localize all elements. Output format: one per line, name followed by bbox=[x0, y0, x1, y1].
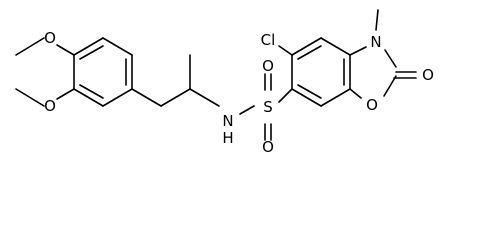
chemical-structure: O O N H S O O Cl N O O bbox=[15, 9, 434, 156]
bond bbox=[79, 45, 104, 60]
bond bbox=[320, 88, 351, 107]
bond bbox=[320, 37, 351, 56]
bond bbox=[349, 88, 362, 99]
bond bbox=[102, 37, 133, 56]
bond bbox=[278, 88, 293, 103]
atom-label-sulfur: S bbox=[263, 98, 273, 116]
bond bbox=[291, 37, 322, 56]
bond bbox=[73, 37, 104, 56]
atom-label-oxygen: O bbox=[422, 66, 434, 84]
bond bbox=[291, 88, 322, 107]
bond bbox=[160, 88, 191, 107]
bond bbox=[239, 105, 255, 115]
atom-label-oxygen: O bbox=[44, 29, 56, 47]
structure-canvas: O O N H S O O Cl N O O bbox=[15, 9, 434, 156]
bond bbox=[383, 75, 397, 97]
bond bbox=[102, 88, 133, 107]
bond bbox=[56, 44, 75, 56]
atom-label-oxygen: O bbox=[44, 97, 56, 115]
bond bbox=[297, 45, 322, 60]
bond bbox=[79, 84, 104, 99]
atom-label-chlorine: Cl bbox=[261, 31, 276, 49]
bond bbox=[349, 46, 367, 56]
bond bbox=[73, 88, 104, 107]
atom-label-hydrogen: H bbox=[222, 129, 233, 147]
bond bbox=[297, 84, 322, 99]
atom-label-oxygen: O bbox=[262, 57, 274, 75]
bond bbox=[131, 88, 162, 107]
atom-label-oxygen: O bbox=[262, 138, 274, 156]
bond bbox=[56, 88, 75, 100]
bond bbox=[15, 88, 45, 107]
atom-label-nitrogen: N bbox=[222, 112, 233, 130]
atom-label-nitrogen: N bbox=[370, 33, 381, 51]
atom-label-oxygen: O bbox=[366, 96, 378, 114]
bond bbox=[15, 37, 45, 56]
bond bbox=[189, 88, 220, 107]
bond bbox=[384, 49, 397, 68]
bond bbox=[278, 45, 293, 56]
bond bbox=[375, 9, 379, 31]
